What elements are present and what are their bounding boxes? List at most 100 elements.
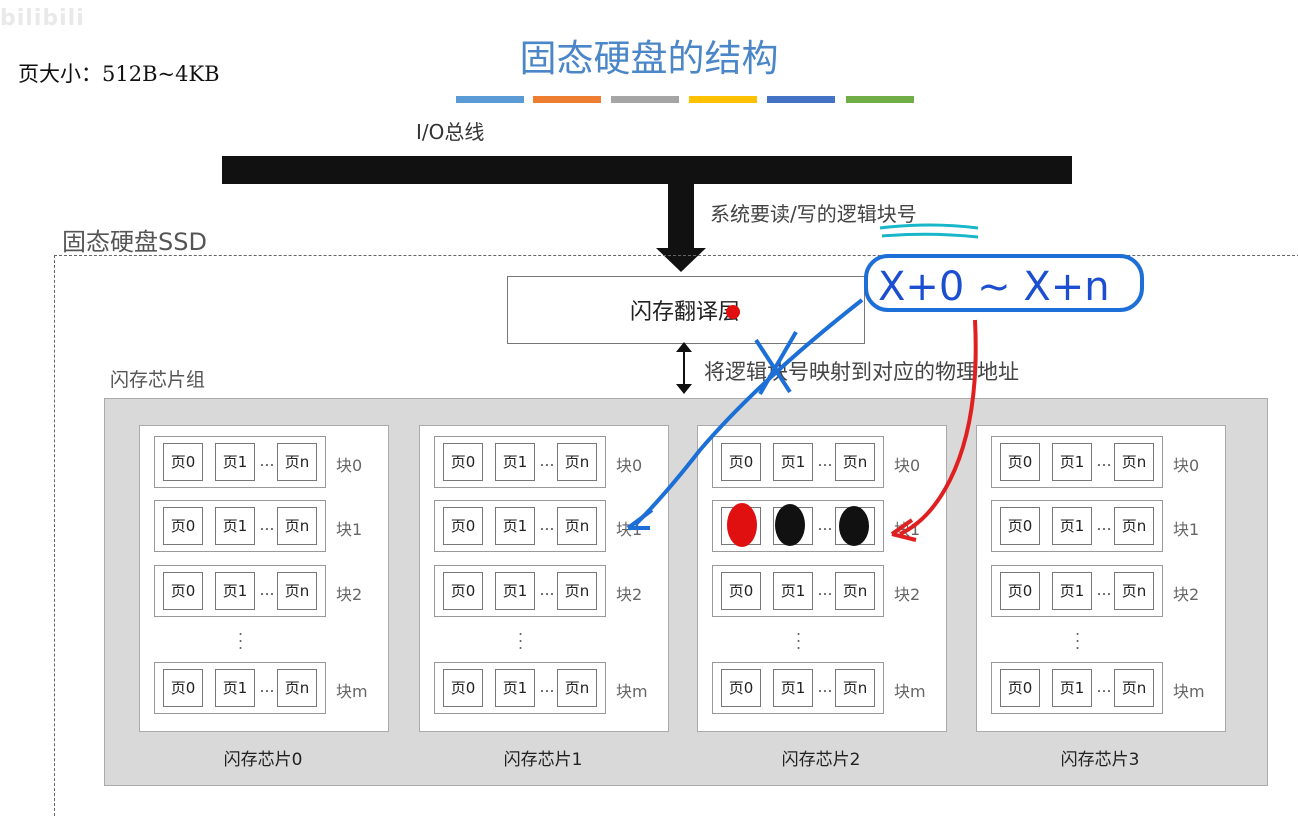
page-ellipsis: …: [1096, 516, 1112, 534]
block-label: 块1: [336, 520, 363, 539]
block-label: 块1: [616, 520, 643, 539]
block: 页0 页1…页n: [991, 436, 1163, 488]
page-cell: 页n: [1114, 669, 1154, 707]
color-bar-1: [456, 96, 524, 103]
chip-label: 闪存芯片0: [223, 750, 303, 770]
request-label: 系统要读/写的逻辑块号: [710, 202, 917, 226]
page-cell: 页0: [443, 669, 483, 707]
ssd-label: 固态硬盘SSD: [62, 228, 207, 256]
page-ellipsis: …: [259, 581, 275, 599]
chip-label: 闪存芯片3: [1060, 750, 1140, 770]
ftl-label: 闪存翻译层: [629, 300, 740, 325]
block-label: 块1: [1173, 520, 1200, 539]
io-bus-label: I/O总线: [416, 120, 485, 144]
io-bus: [222, 156, 1072, 184]
page-ellipsis: …: [1096, 581, 1112, 599]
page-ellipsis: …: [1096, 678, 1112, 696]
block-label: 块0: [894, 456, 921, 475]
page-cell: 页n: [277, 443, 317, 481]
page-ellipsis: …: [817, 516, 833, 534]
chip-group-label: 闪存芯片组: [110, 369, 206, 391]
page-cell: 页0: [443, 443, 483, 481]
vertical-ellipsis: ...: [238, 620, 244, 653]
page-ellipsis: …: [539, 452, 555, 470]
page-cell: 页0: [443, 507, 483, 545]
block-label: 块2: [616, 585, 643, 604]
bus-arrow-icon: [656, 248, 706, 272]
underline-2: [881, 232, 979, 239]
page-cell: 页n: [835, 443, 875, 481]
block-label: 块0: [1173, 456, 1200, 475]
page-cell: 页0: [163, 572, 203, 610]
chip-label: 闪存芯片2: [781, 750, 861, 770]
color-bar-2: [533, 96, 601, 103]
page-cell: 页1: [495, 507, 535, 545]
block-label: 块0: [616, 456, 643, 475]
block-label: 块m: [1173, 682, 1205, 701]
color-bar-4: [689, 96, 757, 103]
color-bar-3: [611, 96, 679, 103]
page-ellipsis: …: [1096, 452, 1112, 470]
page-cell: 页n: [557, 443, 597, 481]
page-cell: 页n: [1114, 572, 1154, 610]
page-cell: 页n: [835, 669, 875, 707]
page-cell: 页n: [1114, 443, 1154, 481]
bus-stem: [668, 184, 694, 250]
vertical-ellipsis: ...: [1075, 620, 1081, 653]
page-cell: 页n: [557, 572, 597, 610]
page-cell: 页1: [773, 443, 813, 481]
page-cell: 页1: [215, 669, 255, 707]
watermark: bilibili: [0, 6, 85, 31]
block: 页0 页1…页n: [991, 565, 1163, 617]
page-cell: 页0: [721, 572, 761, 610]
block-label: 块0: [336, 456, 363, 475]
page-cell: 页0: [1000, 507, 1040, 545]
page-ellipsis: …: [817, 452, 833, 470]
page-cell: 页1: [215, 572, 255, 610]
page-cell: 页n: [557, 669, 597, 707]
block: 页0 页1…页n: [154, 565, 326, 617]
page-cell: 页1: [1052, 572, 1092, 610]
page-title: 固态硬盘的结构: [519, 37, 779, 80]
block: 页0 页1…页n: [712, 436, 884, 488]
page-ellipsis: …: [817, 678, 833, 696]
page-cell: 页n: [277, 572, 317, 610]
block-label: 块2: [894, 585, 921, 604]
page-cell: 页0: [721, 443, 761, 481]
block-label: 块m: [894, 682, 926, 701]
page-cell: 页n: [835, 507, 875, 545]
page-cell: 页0: [1000, 443, 1040, 481]
page-cell: 页0: [1000, 572, 1040, 610]
page-cell: 页0: [721, 669, 761, 707]
block: 页0 页1…页n: [712, 565, 884, 617]
page-ellipsis: …: [259, 678, 275, 696]
page-ellipsis: …: [259, 452, 275, 470]
mapping-label: 将逻辑块号映射到对应的物理地址: [704, 360, 1019, 384]
page-cell: 页1: [773, 572, 813, 610]
page-cell: 页1: [1052, 443, 1092, 481]
chip-label: 闪存芯片1: [503, 750, 583, 770]
page-cell: 页1: [495, 669, 535, 707]
page-ellipsis: …: [817, 581, 833, 599]
page-ellipsis: …: [539, 581, 555, 599]
block-label: 块2: [336, 585, 363, 604]
block-label: 块m: [616, 682, 648, 701]
page-ellipsis: …: [259, 516, 275, 534]
page-cell: 页1: [215, 507, 255, 545]
page-cell: 页1: [215, 443, 255, 481]
page-cell: 页n: [835, 572, 875, 610]
page-cell: 页1: [495, 572, 535, 610]
